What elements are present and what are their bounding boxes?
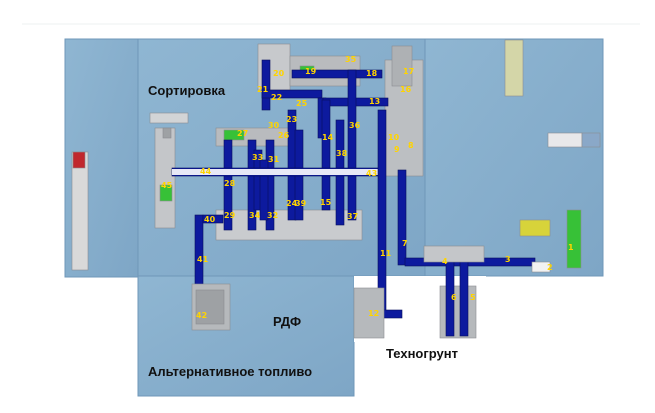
station-number-39: 39 [295, 199, 307, 208]
station-number-25: 25 [296, 99, 308, 108]
bale [531, 261, 551, 273]
station-number-2: 2 [547, 263, 553, 272]
rdf-press-inner [195, 289, 225, 325]
station-number-27: 27 [237, 129, 248, 138]
station-number-17: 17 [403, 67, 414, 76]
station-number-36: 36 [349, 121, 361, 130]
storage-column-top-red [72, 151, 86, 169]
station-number-40: 40 [204, 215, 216, 224]
station-number-12: 12 [368, 309, 379, 318]
front-loader [519, 219, 551, 237]
station-number-33: 33 [252, 153, 263, 162]
station-number-19: 19 [305, 67, 317, 76]
techno-platform [423, 245, 485, 263]
conveyor-14 [321, 99, 331, 211]
station-number-13: 13 [369, 97, 380, 106]
station-number-1: 1 [568, 243, 574, 252]
zone-label-techno-soil: Техногрунт [386, 346, 459, 361]
zone-label-alt-fuel: Альтернативное топливо [148, 364, 313, 379]
zone-label-rdf: РДФ [273, 314, 302, 329]
conveyor-7 [397, 169, 407, 266]
conveyor-36 [347, 69, 357, 221]
station-number-35: 35 [345, 55, 357, 64]
station-number-30: 30 [268, 121, 280, 130]
station-number-16: 16 [400, 85, 412, 94]
station-number-8: 8 [408, 141, 414, 150]
truck-cab [581, 132, 601, 148]
conveyor-5 [459, 255, 469, 337]
techno-bunker-left [353, 287, 385, 339]
station-number-43: 43 [366, 169, 377, 178]
station-number-41: 41 [197, 255, 209, 264]
station-number-10: 10 [388, 133, 400, 142]
conveyor-40 [202, 214, 224, 224]
station-number-32: 32 [267, 211, 278, 220]
station-number-38: 38 [336, 149, 348, 158]
station-number-14: 14 [322, 133, 334, 142]
left-column-cap [162, 127, 172, 139]
zone-label-sorting: Сортировка [148, 83, 226, 98]
conveyor-45b [259, 159, 269, 221]
station-number-26: 26 [278, 131, 290, 140]
conveyor-18 [291, 69, 383, 79]
station-number-37: 37 [347, 212, 358, 221]
station-number-31: 31 [268, 155, 280, 164]
station-number-29: 29 [224, 211, 236, 220]
truck-body [547, 132, 583, 148]
station-number-34: 34 [249, 211, 261, 220]
conveyor-11 [377, 109, 387, 316]
left-column-rack [149, 112, 189, 124]
storage-column [71, 151, 89, 271]
station-number-24: 24 [286, 199, 298, 208]
station-number-15: 15 [320, 198, 332, 207]
green-unit-45 [159, 184, 173, 202]
station-number-22: 22 [271, 93, 282, 102]
station-number-23: 23 [286, 115, 297, 124]
station-number-20: 20 [273, 69, 285, 78]
loading-unit-green [566, 209, 582, 269]
station-number-4: 4 [442, 257, 448, 266]
station-number-42: 42 [196, 311, 207, 320]
left-column-unit [154, 127, 176, 229]
station-number-18: 18 [366, 69, 378, 78]
station-number-21: 21 [257, 85, 269, 94]
truck-container [504, 39, 524, 97]
station-number-28: 28 [224, 179, 236, 188]
station-number-3: 3 [505, 255, 511, 264]
conveyor-21 [261, 59, 271, 111]
station-number-11: 11 [380, 249, 392, 258]
station-number-9: 9 [394, 145, 400, 154]
station-number-7: 7 [402, 239, 408, 248]
conveyor-22 [261, 89, 323, 99]
station-number-45: 45 [161, 181, 173, 190]
station-number-6: 6 [451, 293, 457, 302]
belt-44-top [172, 169, 378, 175]
station-number-5: 5 [470, 293, 476, 302]
station-number-44: 44 [200, 167, 212, 176]
feed-hopper [391, 45, 413, 87]
conveyor-28 [223, 139, 233, 231]
green-unit-27 [223, 129, 245, 141]
